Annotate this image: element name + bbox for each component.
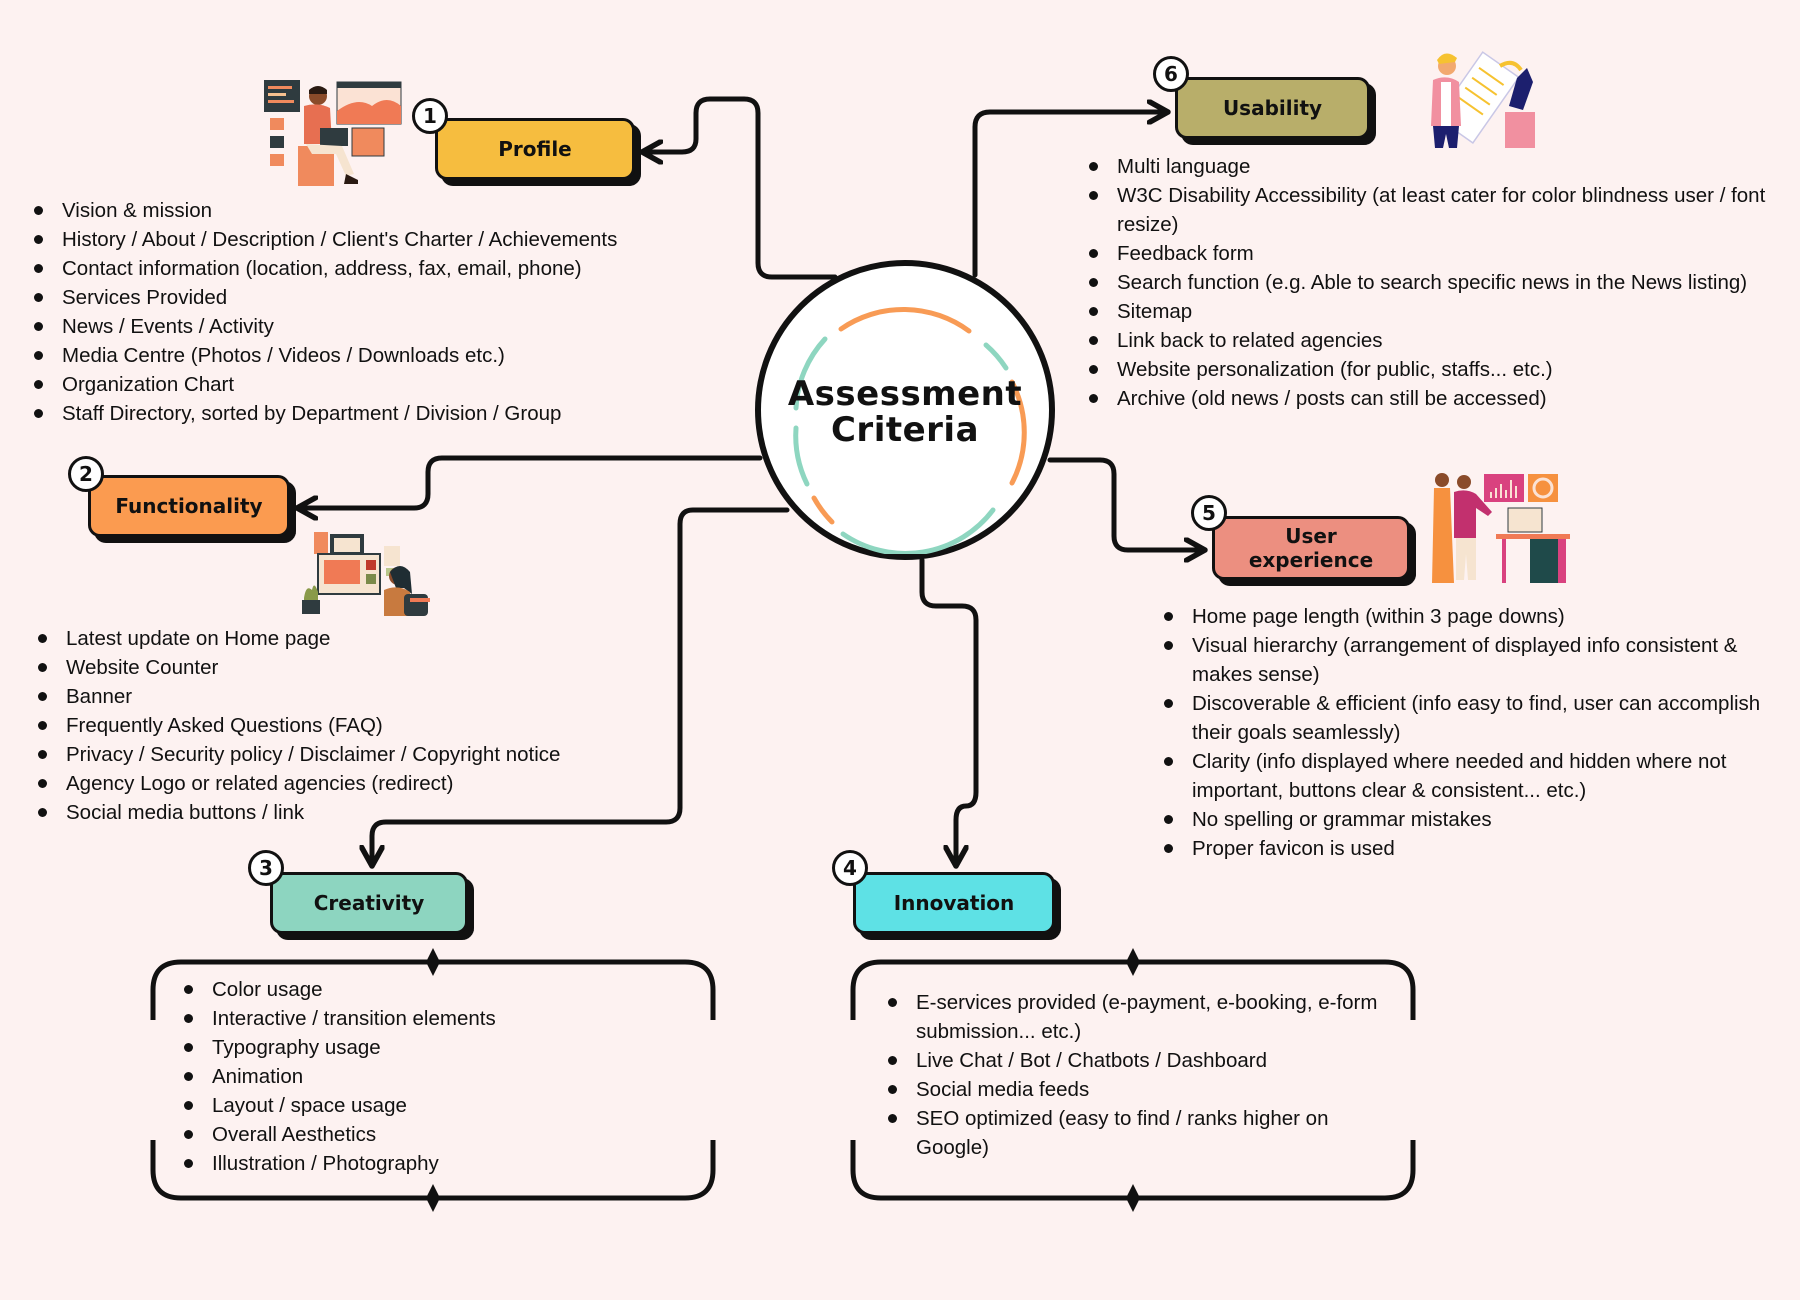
list-item: W3C Disability Accessibility (at least c… xyxy=(1085,181,1795,239)
list-item: Animation xyxy=(180,1062,496,1091)
list-item: Banner xyxy=(34,682,560,711)
badge-5: 5 xyxy=(1191,495,1227,531)
center-title: Assessment Criteria xyxy=(761,376,1049,448)
center-title-line2: Criteria xyxy=(830,410,980,450)
list-item: E-services provided (e-payment, e-bookin… xyxy=(884,988,1404,1046)
connector-functionality xyxy=(297,455,763,508)
badge-6: 6 xyxy=(1153,56,1189,92)
connector-innovation xyxy=(919,557,979,866)
list-item: Sitemap xyxy=(1085,297,1795,326)
connector-user-experience xyxy=(1047,457,1205,550)
node-innovation[interactable]: Innovation xyxy=(853,872,1061,940)
creativity-bracket xyxy=(150,948,716,1212)
node-user-experience[interactable]: User experience xyxy=(1212,516,1416,586)
connector-usability xyxy=(972,112,1168,278)
list-item: Typography usage xyxy=(180,1033,496,1062)
list-item: Staff Directory, sorted by Department / … xyxy=(30,399,617,428)
badge-4: 4 xyxy=(832,850,868,886)
list-creativity: Color usage Interactive / transition ele… xyxy=(180,975,496,1178)
connector-profile xyxy=(642,96,838,280)
center-title-line1: Assessment xyxy=(787,374,1023,414)
badge-3: 3 xyxy=(248,850,284,886)
list-item: Multi language xyxy=(1085,152,1795,181)
list-item: News / Events / Activity xyxy=(30,312,617,341)
list-item: Contact information (location, address, … xyxy=(30,254,617,283)
list-item: Social media feeds xyxy=(884,1075,1404,1104)
list-item: Privacy / Security policy / Disclaimer /… xyxy=(34,740,560,769)
list-item: Link back to related agencies xyxy=(1085,326,1795,355)
list-item: Website Counter xyxy=(34,653,560,682)
list-innovation: E-services provided (e-payment, e-bookin… xyxy=(884,988,1404,1162)
list-item: Vision & mission xyxy=(30,196,617,225)
list-functionality: Latest update on Home page Website Count… xyxy=(34,624,560,827)
node-innovation-label: Innovation xyxy=(893,891,1015,915)
list-item: Overall Aesthetics xyxy=(180,1120,496,1149)
node-profile-label: Profile xyxy=(498,137,572,161)
node-creativity-label: Creativity xyxy=(313,891,425,915)
list-profile: Vision & mission History / About / Descr… xyxy=(30,196,617,428)
list-item: Discoverable & efficient (info easy to f… xyxy=(1160,689,1780,747)
list-item: Latest update on Home page xyxy=(34,624,560,653)
center-node: Assessment Criteria xyxy=(755,260,1055,560)
list-item: SEO optimized (easy to find / ranks high… xyxy=(884,1104,1404,1162)
list-item: Search function (e.g. Able to search spe… xyxy=(1085,268,1795,297)
list-item: Social media buttons / link xyxy=(34,798,560,827)
list-item: Frequently Asked Questions (FAQ) xyxy=(34,711,560,740)
dashed-ring xyxy=(793,306,1027,554)
list-item: Home page length (within 3 page downs) xyxy=(1160,602,1780,631)
list-item: History / About / Description / Client's… xyxy=(30,225,617,254)
list-item: Services Provided xyxy=(30,283,617,312)
list-usability: Multi language W3C Disability Accessibil… xyxy=(1085,152,1795,413)
node-profile[interactable]: Profile xyxy=(435,118,641,186)
node-user-experience-label: User experience xyxy=(1248,524,1374,572)
innovation-bracket xyxy=(850,948,1416,1212)
list-user-experience: Home page length (within 3 page downs) V… xyxy=(1160,602,1780,863)
node-functionality-label: Functionality xyxy=(115,494,263,518)
node-usability-label: Usability xyxy=(1222,96,1323,120)
list-item: Interactive / transition elements xyxy=(180,1004,496,1033)
list-item: Organization Chart xyxy=(30,370,617,399)
list-item: Visual hierarchy (arrangement of display… xyxy=(1160,631,1780,689)
node-creativity[interactable]: Creativity xyxy=(270,872,474,940)
two-people-at-desk-illustration xyxy=(1432,473,1570,583)
list-item: Archive (old news / posts can still be a… xyxy=(1085,384,1795,413)
man-with-laptop-illustration xyxy=(264,80,402,186)
node-functionality[interactable]: Functionality xyxy=(88,475,296,543)
list-item: Website personalization (for public, sta… xyxy=(1085,355,1795,384)
list-item: Agency Logo or related agencies (redirec… xyxy=(34,769,560,798)
list-item: Media Centre (Photos / Videos / Download… xyxy=(30,341,617,370)
list-item: Illustration / Photography xyxy=(180,1149,496,1178)
list-item: Proper favicon is used xyxy=(1160,834,1780,863)
list-item: Feedback form xyxy=(1085,239,1795,268)
node-usability[interactable]: Usability xyxy=(1175,77,1376,145)
badge-2: 2 xyxy=(68,456,104,492)
woman-at-computer-illustration xyxy=(302,532,430,616)
connector-creativity xyxy=(372,507,790,866)
list-item: No spelling or grammar mistakes xyxy=(1160,805,1780,834)
list-item: Layout / space usage xyxy=(180,1091,496,1120)
list-item: Live Chat / Bot / Chatbots / Dashboard xyxy=(884,1046,1404,1075)
badge-1: 1 xyxy=(412,98,448,134)
list-item: Color usage xyxy=(180,975,496,1004)
man-with-checklist-illustration xyxy=(1431,51,1535,148)
list-item: Clarity (info displayed where needed and… xyxy=(1160,747,1780,805)
